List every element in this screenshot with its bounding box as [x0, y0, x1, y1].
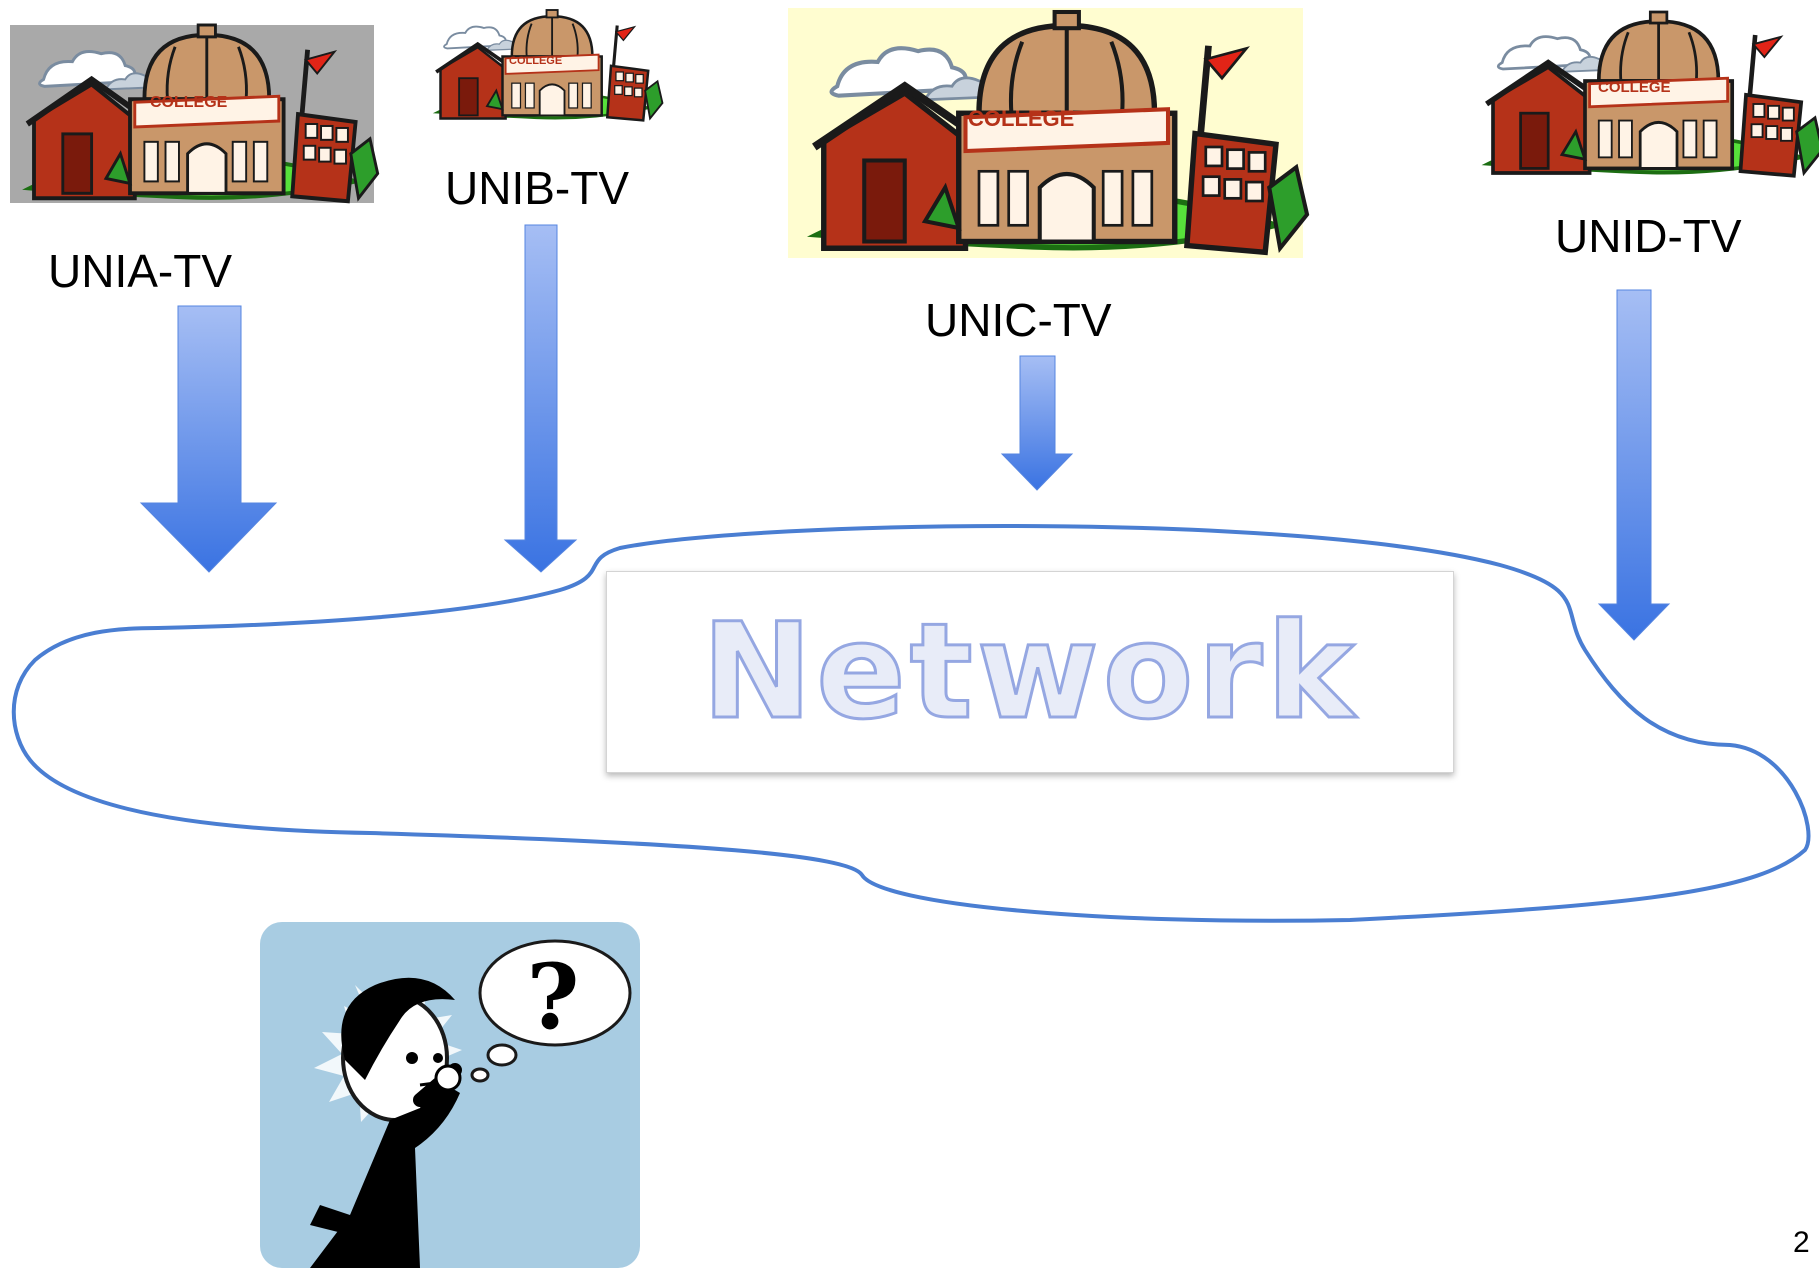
college-unid-sign: COLLEGE: [1598, 79, 1671, 96]
college-unic-image: COLLEGE: [788, 8, 1307, 258]
college-unia-label: UNIA-TV: [48, 245, 232, 297]
arrow-unid: [1597, 289, 1671, 641]
arrow-unic: [1000, 355, 1074, 491]
arrow-unia: [139, 305, 278, 573]
arrow-unib: [503, 224, 578, 573]
network-cloud-outline: [11, 524, 1811, 923]
college-unib-label: UNIB-TV: [445, 162, 629, 214]
college-unid-image: COLLEGE: [1487, 12, 1819, 176]
network-label-box: Network: [606, 571, 1454, 773]
college-unia-sign: COLLEGE: [150, 94, 228, 111]
thinking-person-image: ?: [260, 922, 640, 1268]
college-unib-sign: COLLEGE: [509, 55, 562, 67]
network-label: Network: [700, 594, 1359, 751]
college-unic-sign: COLLEGE: [968, 106, 1074, 131]
college-unia-image: COLLEGE: [10, 25, 378, 203]
page-number: 2: [1793, 1226, 1810, 1259]
college-unic-label: UNIC-TV: [925, 294, 1112, 346]
college-unid-label: UNID-TV: [1555, 210, 1742, 262]
college-unib-image: COLLEGE: [434, 8, 665, 123]
question-mark-icon: ?: [527, 944, 580, 1050]
